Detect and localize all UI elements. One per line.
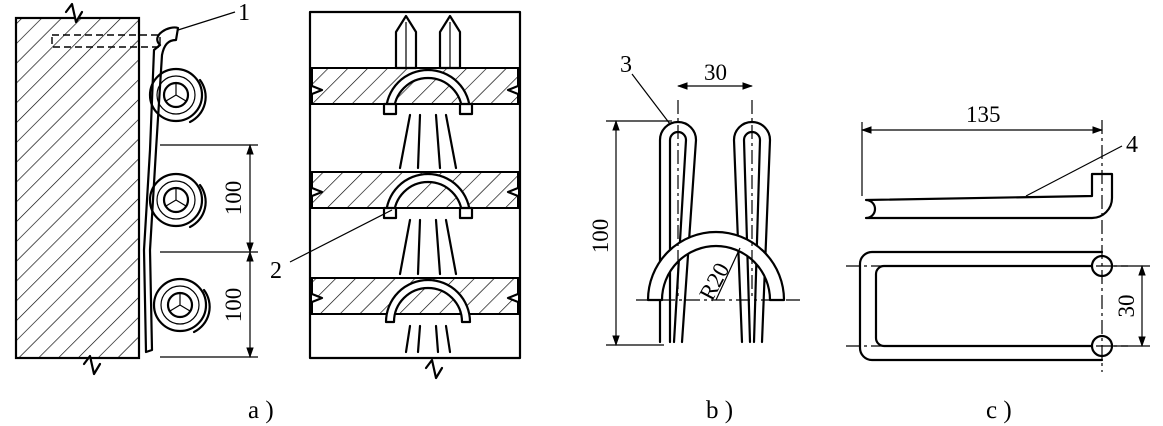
dim-height: 100 xyxy=(588,219,613,254)
clamp-arch-2 xyxy=(382,172,474,276)
caption-a: a ) xyxy=(248,397,274,424)
leader-part-1 xyxy=(177,11,236,31)
tie-bar-top xyxy=(864,172,1114,220)
dim-radius: R20 xyxy=(694,259,734,305)
pipe-clamp-3 xyxy=(152,277,211,334)
part-label-4: 4 xyxy=(1126,132,1138,158)
caption-c: c ) xyxy=(986,397,1012,424)
dim-spacing-lower: 100 xyxy=(221,288,246,323)
radius-leader xyxy=(715,247,741,301)
dim-c-width: 30 xyxy=(1114,295,1139,318)
caption-b: b ) xyxy=(706,397,733,424)
leader-part-3 xyxy=(631,73,671,125)
clamp-arch-1 xyxy=(382,68,474,170)
pipe-clamp-1 xyxy=(148,67,207,124)
figure-c: 135 30 4 xyxy=(846,102,1150,372)
hairpin-right-outer xyxy=(732,120,772,344)
figure-a-side-view: 1 100 100 xyxy=(14,0,258,376)
part-label-2: 2 xyxy=(270,258,282,284)
part-label-3: 3 xyxy=(620,52,632,78)
clamp-arch-3 xyxy=(384,278,472,354)
dim-width: 30 xyxy=(704,60,727,85)
part-label-1: 1 xyxy=(238,0,250,26)
pipe-clamp-2 xyxy=(148,172,207,229)
break-mark-bottom xyxy=(82,354,102,376)
tie-u-outer xyxy=(858,250,1104,362)
dim-length: 135 xyxy=(966,102,1001,127)
tie-u-inner xyxy=(874,264,1104,348)
top-prongs xyxy=(394,14,462,70)
leader-part-2 xyxy=(289,209,393,263)
leader-part-4 xyxy=(1025,145,1123,197)
break-mark-front xyxy=(424,358,444,380)
wall-section-hatched xyxy=(14,16,141,360)
figure-b: R20 30 100 3 xyxy=(588,52,800,347)
hook-strip xyxy=(142,26,180,354)
anchor-bar-dashed xyxy=(51,34,161,48)
front-view-frame xyxy=(308,10,522,360)
dim-spacing-upper: 100 xyxy=(221,181,246,216)
figure-a-front-view: 2 xyxy=(270,10,522,380)
spacing-dimension-group xyxy=(160,143,258,359)
break-mark-top xyxy=(64,2,84,24)
hairpin-left-outer xyxy=(658,120,698,344)
